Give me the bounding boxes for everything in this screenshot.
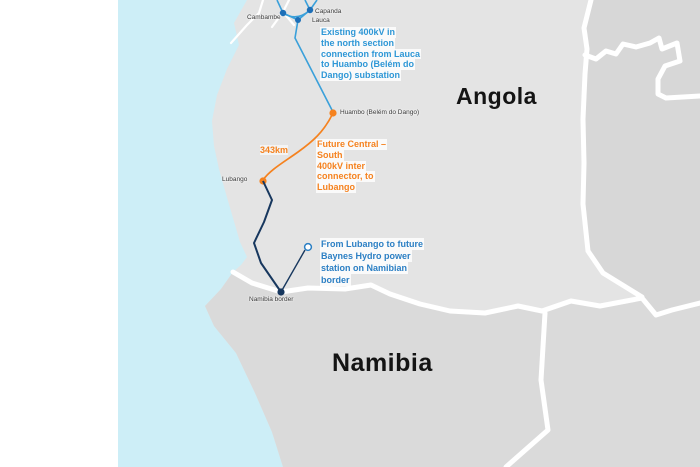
- node-capanda: [306, 6, 314, 14]
- baynes-leader-line: [280, 249, 306, 293]
- land-neighbor-region: [583, 0, 700, 314]
- existing-line-lauca-huambo: [294, 19, 334, 113]
- baynes-leader-dot: [303, 242, 313, 252]
- node-huambo: [329, 109, 337, 117]
- border-namibia-east: [503, 310, 551, 467]
- planned-line-lubango-border: [253, 180, 282, 293]
- border-angola-namibia: [230, 269, 700, 318]
- node-cambambe: [279, 9, 287, 17]
- border-angola-east: [580, 0, 645, 300]
- node-lauca: [295, 17, 301, 23]
- future-line-huambo-lubango: [262, 112, 334, 181]
- node-namibia-border: [277, 288, 285, 296]
- border-neighbor-spur: [582, 35, 700, 101]
- land-namibia: [205, 272, 700, 467]
